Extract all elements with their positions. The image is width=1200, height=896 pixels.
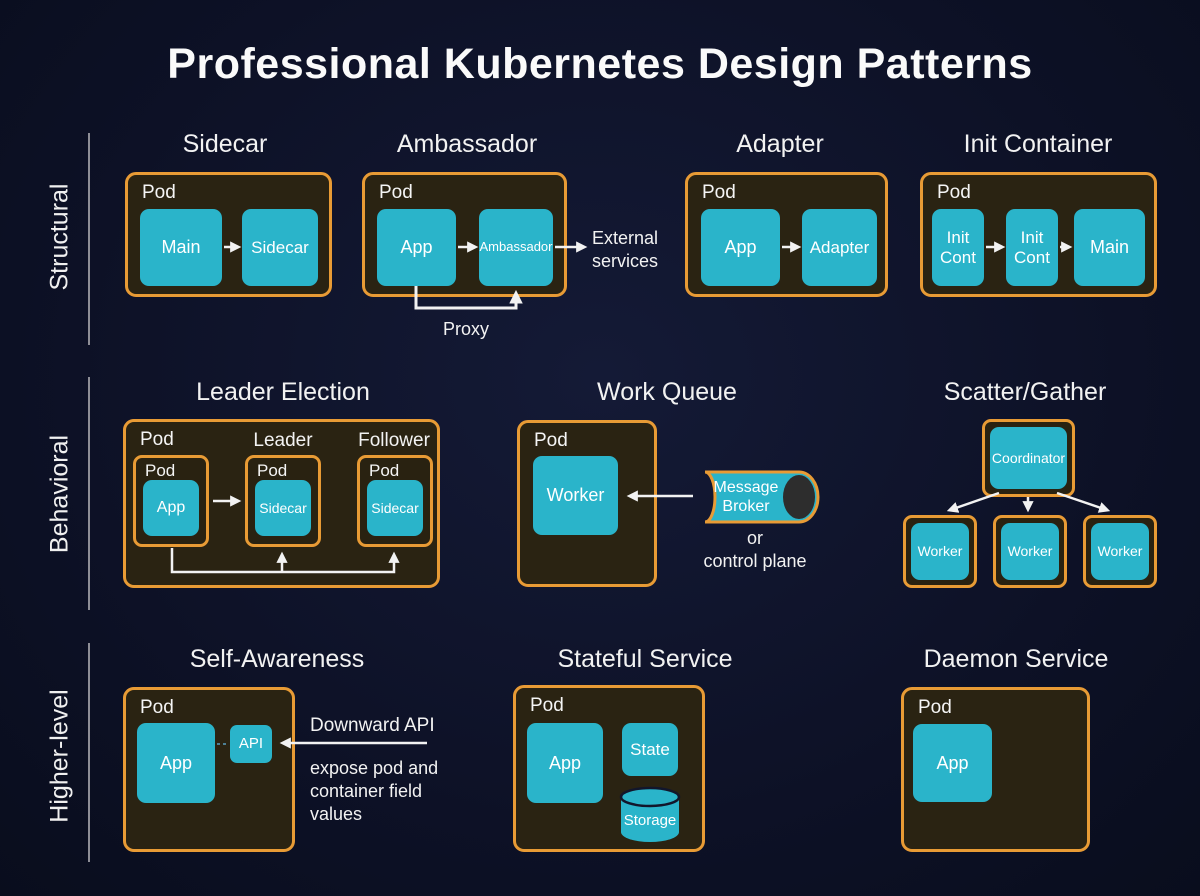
sidecar-pod: Pod Main Sidecar bbox=[125, 172, 332, 297]
container-coordinator: Coordinator bbox=[990, 427, 1067, 489]
pod-label: Pod bbox=[145, 461, 176, 480]
daemon-service-pod: Pod App bbox=[901, 687, 1090, 852]
storage-cylinder bbox=[619, 786, 681, 842]
container-init-2: Init Cont bbox=[1006, 209, 1058, 286]
container-app: App bbox=[377, 209, 456, 286]
container-sidecar-leader: Sidecar bbox=[255, 480, 311, 536]
container-sidecar-follower: Sidecar bbox=[367, 480, 423, 536]
pattern-title-leader-election: Leader Election bbox=[196, 378, 370, 406]
page-title: Professional Kubernetes Design Patterns bbox=[167, 40, 1033, 88]
init-container-pod: Pod Init Cont Init Cont Main bbox=[920, 172, 1157, 297]
pattern-title-init-container: Init Container bbox=[963, 130, 1113, 158]
container-api: API bbox=[230, 725, 272, 763]
message-broker-cylinder bbox=[704, 470, 820, 524]
scatter-worker-pod-3: Worker bbox=[1083, 515, 1157, 588]
container-worker-1: Worker bbox=[911, 523, 969, 580]
pod-label: Pod bbox=[530, 695, 564, 716]
leader-header: Leader bbox=[253, 430, 313, 451]
pattern-title-ambassador: Ambassador bbox=[396, 130, 538, 158]
container-worker-2: Worker bbox=[1001, 523, 1059, 580]
container-adapter: Adapter bbox=[802, 209, 877, 286]
work-queue-pod: Pod Worker bbox=[517, 420, 657, 587]
coordinator-pod: Coordinator bbox=[982, 419, 1075, 497]
leader-election-inner-pod-3: Pod Sidecar bbox=[357, 455, 433, 547]
row-divider-higher-level bbox=[88, 643, 90, 862]
adapter-pod: Pod App Adapter bbox=[685, 172, 888, 297]
container-init-1: Init Cont bbox=[932, 209, 984, 286]
leader-election-inner-pod-1: Pod App bbox=[133, 455, 209, 547]
pod-label: Pod bbox=[257, 461, 288, 480]
pod-label: Pod bbox=[918, 697, 952, 718]
leader-election-inner-pod-2: Pod Sidecar bbox=[245, 455, 321, 547]
pattern-title-daemon-service: Daemon Service bbox=[923, 645, 1109, 673]
pattern-title-scatter-gather: Scatter/Gather bbox=[943, 378, 1107, 406]
row-label-higher-level: Higher-level bbox=[45, 689, 74, 823]
container-app: App bbox=[137, 723, 215, 803]
pattern-title-sidecar: Sidecar bbox=[182, 130, 268, 158]
pattern-title-stateful-service: Stateful Service bbox=[557, 645, 733, 673]
row-label-behavioral: Behavioral bbox=[45, 434, 74, 554]
pod-label: Pod bbox=[140, 429, 174, 450]
ambassador-pod: Pod App Ambassador bbox=[362, 172, 567, 297]
pod-label: Pod bbox=[379, 182, 413, 203]
container-main: Main bbox=[1074, 209, 1145, 286]
pattern-title-work-queue: Work Queue bbox=[597, 378, 737, 406]
storage-label: Storage bbox=[623, 812, 677, 829]
proxy-label: Proxy bbox=[442, 319, 489, 339]
follower-header: Follower bbox=[358, 430, 430, 451]
external-services-label: External services bbox=[592, 228, 659, 271]
downward-api-label: Downward API bbox=[310, 715, 435, 736]
leader-election-pod: Pod Leader Follower Pod App Pod Sidecar … bbox=[123, 419, 440, 588]
self-awareness-note: expose pod and container field values bbox=[310, 758, 439, 824]
pod-label: Pod bbox=[702, 182, 736, 203]
container-app: App bbox=[913, 724, 992, 802]
container-worker-3: Worker bbox=[1091, 523, 1149, 580]
pod-label: Pod bbox=[142, 182, 176, 203]
container-worker: Worker bbox=[533, 456, 618, 535]
row-label-structural: Structural bbox=[45, 183, 74, 291]
pattern-title-adapter: Adapter bbox=[736, 130, 824, 158]
container-ambassador: Ambassador bbox=[479, 209, 553, 286]
scatter-worker-pod-2: Worker bbox=[993, 515, 1067, 588]
scatter-worker-pod-1: Worker bbox=[903, 515, 977, 588]
container-sidecar: Sidecar bbox=[242, 209, 318, 286]
stateful-service-pod: Pod App State Storage bbox=[513, 685, 705, 852]
pod-label: Pod bbox=[369, 461, 400, 480]
container-app: App bbox=[527, 723, 603, 803]
container-app: App bbox=[701, 209, 780, 286]
container-main: Main bbox=[140, 209, 222, 286]
container-state: State bbox=[622, 723, 678, 776]
row-divider-behavioral bbox=[88, 377, 90, 610]
row-divider-structural bbox=[88, 133, 90, 345]
pod-label: Pod bbox=[534, 430, 568, 451]
message-broker-label: Message Broker bbox=[713, 478, 779, 515]
pattern-title-self-awareness: Self-Awareness bbox=[189, 645, 365, 673]
pod-label: Pod bbox=[140, 697, 174, 718]
self-awareness-pod: Pod App API bbox=[123, 687, 295, 852]
pod-label: Pod bbox=[937, 182, 971, 203]
or-control-plane-label: or control plane bbox=[703, 528, 807, 571]
container-app: App bbox=[143, 480, 199, 536]
